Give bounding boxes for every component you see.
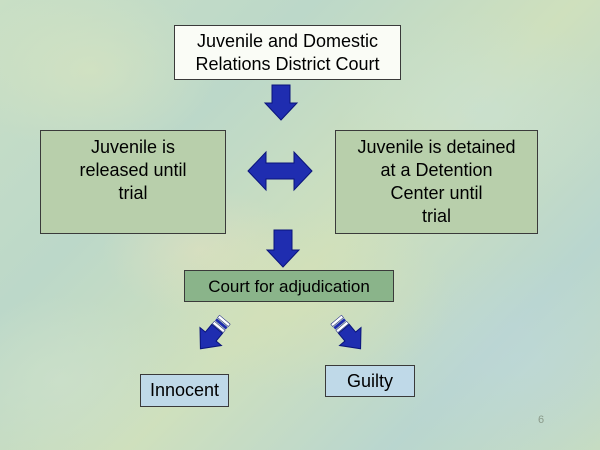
detained-box: Juvenile is detained at a Detention Cent… xyxy=(335,130,538,234)
detained-box-line-4: trial xyxy=(421,206,451,226)
released-box-line-1: Juvenile is xyxy=(90,137,176,157)
adjudication-label: Court for adjudication xyxy=(208,276,370,296)
released-box: Juvenile is released until trial xyxy=(40,130,226,234)
page-number: 6 xyxy=(538,414,545,426)
adjudication-box: Court for adjudication xyxy=(184,270,394,302)
court-box-line-1: Juvenile and Domestic xyxy=(196,30,379,51)
innocent-label: Innocent xyxy=(149,380,220,400)
court-box: Juvenile and Domestic Relations District… xyxy=(174,25,401,80)
down-arrow-middle xyxy=(265,229,301,268)
detained-box-line-1: Juvenile is detained xyxy=(357,137,516,157)
down-right-arrow xyxy=(330,314,362,350)
guilty-label: Guilty xyxy=(346,370,393,391)
innocent-box: Innocent xyxy=(140,374,229,407)
detained-box-line-3: Center until xyxy=(390,183,483,203)
released-box-line-2: released until xyxy=(79,160,187,180)
double-arrow xyxy=(247,150,313,192)
guilty-box: Guilty xyxy=(325,365,415,397)
detained-box-line-2: at a Detention xyxy=(380,160,493,180)
down-arrow-top xyxy=(263,84,299,121)
court-box-line-2: Relations District Court xyxy=(195,53,380,74)
down-left-arrow xyxy=(199,314,231,350)
released-box-line-3: trial xyxy=(118,183,148,203)
